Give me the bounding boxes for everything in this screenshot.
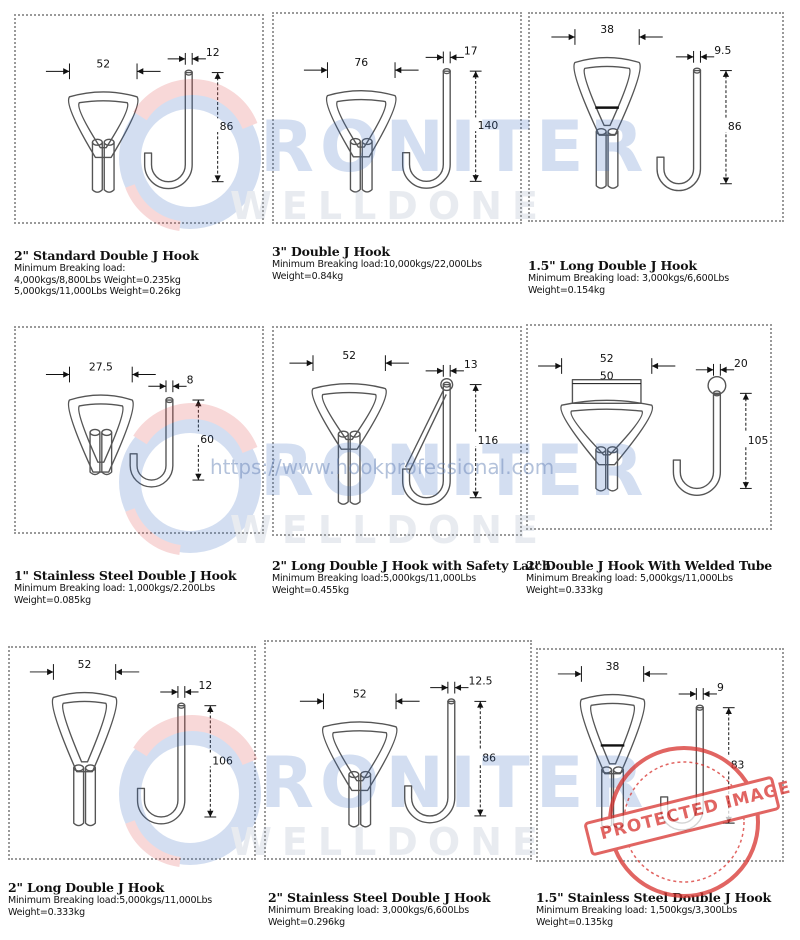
dimension-lines: 52 13 116: [289, 349, 500, 499]
product-spec-line: Weight=0.333kg: [526, 584, 603, 596]
wire-dimension-label: 12: [206, 46, 220, 59]
dimension-lines: 52 12 106: [29, 658, 234, 818]
dimension-lines: 52 12.5 86: [299, 675, 504, 817]
height-dimension-label: 140: [478, 119, 499, 132]
drawing-frame: 38 9.5 86: [528, 12, 784, 222]
product-spec-line: Weight=0.085kg: [14, 594, 91, 606]
height-dimension-label: 116: [478, 434, 499, 447]
wire-dimension-label: 17: [464, 44, 478, 57]
drawing-frame: 52 50 20 105: [526, 324, 772, 530]
inner-width-dimension-label: 50: [600, 370, 614, 383]
dimension-lines: 76 17 140: [303, 44, 500, 182]
product-spec-line: Minimum Breaking load:5,000kgs/11,000Lbs: [272, 573, 477, 584]
dimension-lines: 27.5 8 60: [45, 361, 222, 481]
hook-drawing: [67, 394, 174, 488]
product-title: 1.5" Stainless Steel Double J Hook: [536, 890, 771, 905]
product-spec-line: Weight=0.333kg: [8, 906, 85, 918]
drawing-frame: 52 12 86: [14, 14, 264, 224]
product-spec-line: Minimum Breaking load: 3,000kgs/6,600Lbs: [528, 273, 730, 284]
hook-diagram: 52 12 86: [45, 46, 242, 193]
width-dimension-label: 38: [600, 23, 614, 36]
height-dimension-label: 60: [200, 433, 214, 446]
product-title: 1" Stainless Steel Double J Hook: [14, 568, 237, 583]
wire-dimension-label: 13: [464, 358, 478, 371]
width-dimension-label: 52: [96, 57, 110, 70]
width-dimension-label: 76: [354, 56, 368, 69]
product-title: 2" Long Double J Hook: [8, 880, 165, 895]
drawing-frame: 52 12 106: [8, 646, 256, 860]
height-dimension-label: 86: [482, 752, 496, 765]
product-spec-line: Minimum Breaking load: 1,000kgs/2.200Lbs: [14, 583, 216, 594]
wire-dimension-label: 9.5: [714, 44, 731, 57]
product-title: 1.5" Long Double J Hook: [528, 258, 697, 273]
hook-drawing: [573, 56, 702, 192]
drawing-frame: 27.5 8 60: [14, 326, 264, 534]
wire-dimension-label: 12: [199, 679, 213, 692]
width-dimension-label: 52: [78, 658, 92, 671]
stamp-seal-icon: [584, 746, 780, 898]
dimension-lines: 52 12 86: [45, 46, 242, 183]
product-spec-line: Minimum Breaking load: 1,500kgs/3,300Lbs: [536, 905, 738, 916]
height-dimension-label: 106: [212, 754, 233, 767]
watermark-url: https://www.hookprofessional.com: [210, 455, 555, 479]
product-spec-line: Minimum Breaking load: 3,000kgs/6,600Lbs: [268, 905, 470, 916]
width-dimension-label: 52: [600, 352, 614, 365]
hook-drawing: [321, 698, 456, 828]
product-spec-line: 5,000kgs/11,000Lbs Weight=0.26kg: [14, 286, 181, 297]
hook-diagram: 52 12.5 86: [299, 675, 504, 828]
hook-diagram: 76 17 140: [303, 44, 500, 193]
product-spec-line: 4,000kgs/8,800Lbs Weight=0.235kg: [14, 274, 181, 286]
height-dimension-label: 105: [748, 434, 769, 447]
protected-image-stamp: PROTECTED IMAGE: [584, 742, 793, 902]
product-spec-line: Minimum Breaking load:10,000kgs/22,000Lb…: [272, 259, 482, 270]
hook-diagram: 52 13 116: [289, 349, 500, 506]
wire-dimension-label: 8: [187, 373, 194, 386]
product-spec-line: Weight=0.296kg: [268, 916, 345, 928]
drawing-frame: 52 13 116: [272, 326, 522, 536]
hook-drawing: [67, 69, 193, 193]
wire-dimension-label: 20: [734, 357, 748, 370]
hook-diagram: 38 9.5 86: [551, 23, 750, 192]
product-spec-line: Minimum Breaking load:5,000kgs/11,000Lbs: [8, 895, 213, 906]
product-title: 2" Long Double J Hook with Safety Latch: [272, 558, 551, 573]
drawing-frame: 52 12.5 86: [264, 640, 532, 860]
product-title: 2" Standard Double J Hook: [14, 248, 199, 263]
drawing-frame: 76 17 140: [272, 12, 522, 224]
product-title: 2" Stainless Steel Double J Hook: [268, 890, 491, 905]
width-dimension-label: 38: [606, 660, 620, 673]
width-dimension-label: 27.5: [89, 361, 113, 374]
product-spec-line: Weight=0.455kg: [272, 584, 349, 596]
product-spec-line: Weight=0.84kg: [272, 270, 344, 282]
wire-dimension-label: 12.5: [468, 675, 492, 688]
product-spec-line: Weight=0.135kg: [536, 916, 613, 928]
dimension-lines: 52 50 20 105: [538, 352, 770, 489]
height-dimension-label: 86: [728, 120, 742, 133]
dimension-lines: 38 9.5 86: [551, 23, 750, 185]
product-spec-line: Weight=0.154kg: [528, 284, 605, 296]
wire-dimension-label: 9: [717, 681, 724, 694]
hook-drawing: [51, 691, 186, 827]
height-dimension-label: 86: [220, 120, 234, 133]
hook-diagram: 52 12 106: [29, 658, 234, 827]
hook-diagram: 52 50 20 105: [538, 352, 770, 496]
hook-drawing: [325, 68, 451, 193]
product-spec-line: Minimum Breaking load: 5,000kgs/11,000Lb…: [526, 573, 733, 584]
hook-drawing: [311, 378, 454, 506]
hook-drawing: [560, 375, 727, 496]
width-dimension-label: 52: [353, 687, 367, 700]
width-dimension-label: 52: [342, 349, 356, 362]
hook-diagram: 27.5 8 60: [45, 361, 222, 488]
product-title: 2" Double J Hook With Welded Tube: [526, 558, 773, 573]
product-spec-line: Minimum Breaking load:: [14, 263, 126, 274]
product-title: 3" Double J Hook: [272, 244, 390, 259]
